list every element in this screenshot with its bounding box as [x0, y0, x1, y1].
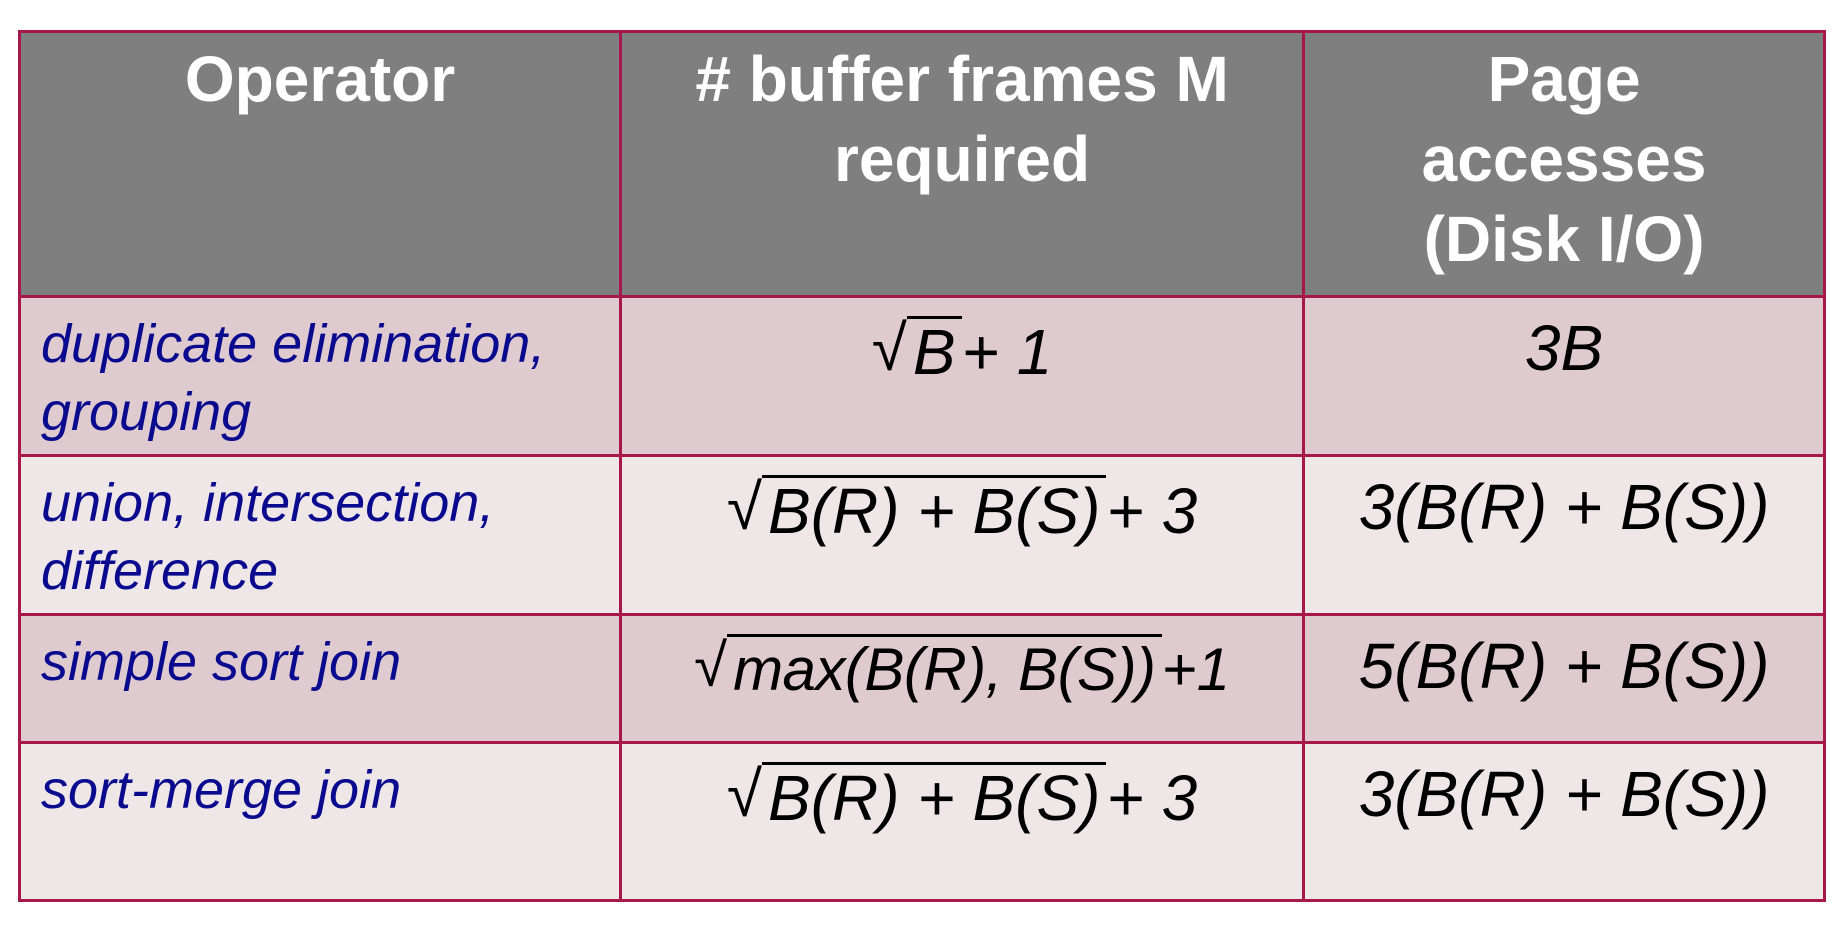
table-row: duplicate elimination, grouping √B + 1 3… — [18, 295, 1826, 457]
formula-suffix: + 3 — [1106, 762, 1198, 834]
table-row: union, intersection, difference √B(R) + … — [18, 454, 1826, 616]
sqrt-radicand: B — [906, 316, 962, 385]
header-buffer-line2: required — [834, 123, 1091, 195]
table-row: sort-merge join √B(R) + B(S) + 3 3(B(R) … — [18, 741, 1826, 902]
io-cost-cell: 3(B(R) + B(S)) — [1302, 454, 1826, 616]
sqrt-symbol: √ — [726, 471, 762, 543]
operator-label: grouping — [41, 382, 252, 442]
sqrt-symbol: √ — [726, 758, 762, 830]
formula-suffix: + 1 — [961, 316, 1053, 388]
header-row: Operator # buffer frames M required Page… — [18, 30, 1826, 298]
io-cost-cell: 5(B(R) + B(S)) — [1302, 613, 1826, 744]
buffer-formula-cell: √B(R) + B(S) + 3 — [618, 741, 1306, 902]
sqrt-expression: √B(R) + B(S) — [727, 471, 1107, 547]
operator-label: duplicate elimination, — [41, 314, 546, 374]
formula-suffix: +1 — [1161, 636, 1230, 703]
operator-cell: sort-merge join — [18, 741, 622, 902]
sqrt-radicand: B(R) + B(S) — [762, 762, 1107, 831]
header-buffer-line1: # buffer frames M — [695, 43, 1229, 115]
formula-suffix: + 3 — [1106, 475, 1198, 547]
operator-label: difference — [41, 541, 279, 601]
io-cost-cell: 3B — [1302, 295, 1826, 457]
sqrt-expression: √B(R) + B(S) — [727, 758, 1107, 834]
header-buffer-frames: # buffer frames M required — [618, 30, 1306, 298]
operator-label: simple sort join — [41, 632, 402, 692]
header-operator-label: Operator — [184, 43, 456, 115]
table-row: simple sort join √max(B(R), B(S)) +1 5(B… — [18, 613, 1826, 744]
operator-cell: union, intersection, difference — [18, 454, 622, 616]
buffer-formula-cell: √B + 1 — [618, 295, 1306, 457]
operator-cost-table: Operator # buffer frames M required Page… — [18, 30, 1826, 902]
sqrt-radicand: max(B(R), B(S)) — [727, 634, 1162, 703]
operator-cell: simple sort join — [18, 613, 622, 744]
header-page-accesses: Page accesses (Disk I/O) — [1302, 30, 1826, 298]
header-operator: Operator — [18, 30, 622, 298]
io-cost-cell: 3(B(R) + B(S)) — [1302, 741, 1826, 902]
header-io-line2: accesses — [1421, 123, 1707, 195]
sqrt-symbol: √ — [694, 632, 728, 699]
operator-label: union, intersection, — [41, 473, 495, 533]
sqrt-radicand: B(R) + B(S) — [762, 475, 1107, 544]
header-io-line3: (Disk I/O) — [1423, 203, 1705, 275]
operator-label: sort-merge join — [41, 760, 402, 820]
sqrt-expression: √B — [872, 312, 962, 388]
operator-cell: duplicate elimination, grouping — [18, 295, 622, 457]
buffer-formula-cell: √max(B(R), B(S)) +1 — [618, 613, 1306, 744]
sqrt-expression: √max(B(R), B(S)) — [694, 630, 1162, 704]
io-cost-value: 5(B(R) + B(S)) — [1358, 630, 1770, 702]
io-cost-value: 3B — [1524, 312, 1604, 384]
header-io-line1: Page — [1487, 43, 1641, 115]
buffer-formula-cell: √B(R) + B(S) + 3 — [618, 454, 1306, 616]
io-cost-value: 3(B(R) + B(S)) — [1358, 758, 1770, 830]
sqrt-symbol: √ — [871, 312, 907, 384]
io-cost-value: 3(B(R) + B(S)) — [1358, 471, 1770, 543]
